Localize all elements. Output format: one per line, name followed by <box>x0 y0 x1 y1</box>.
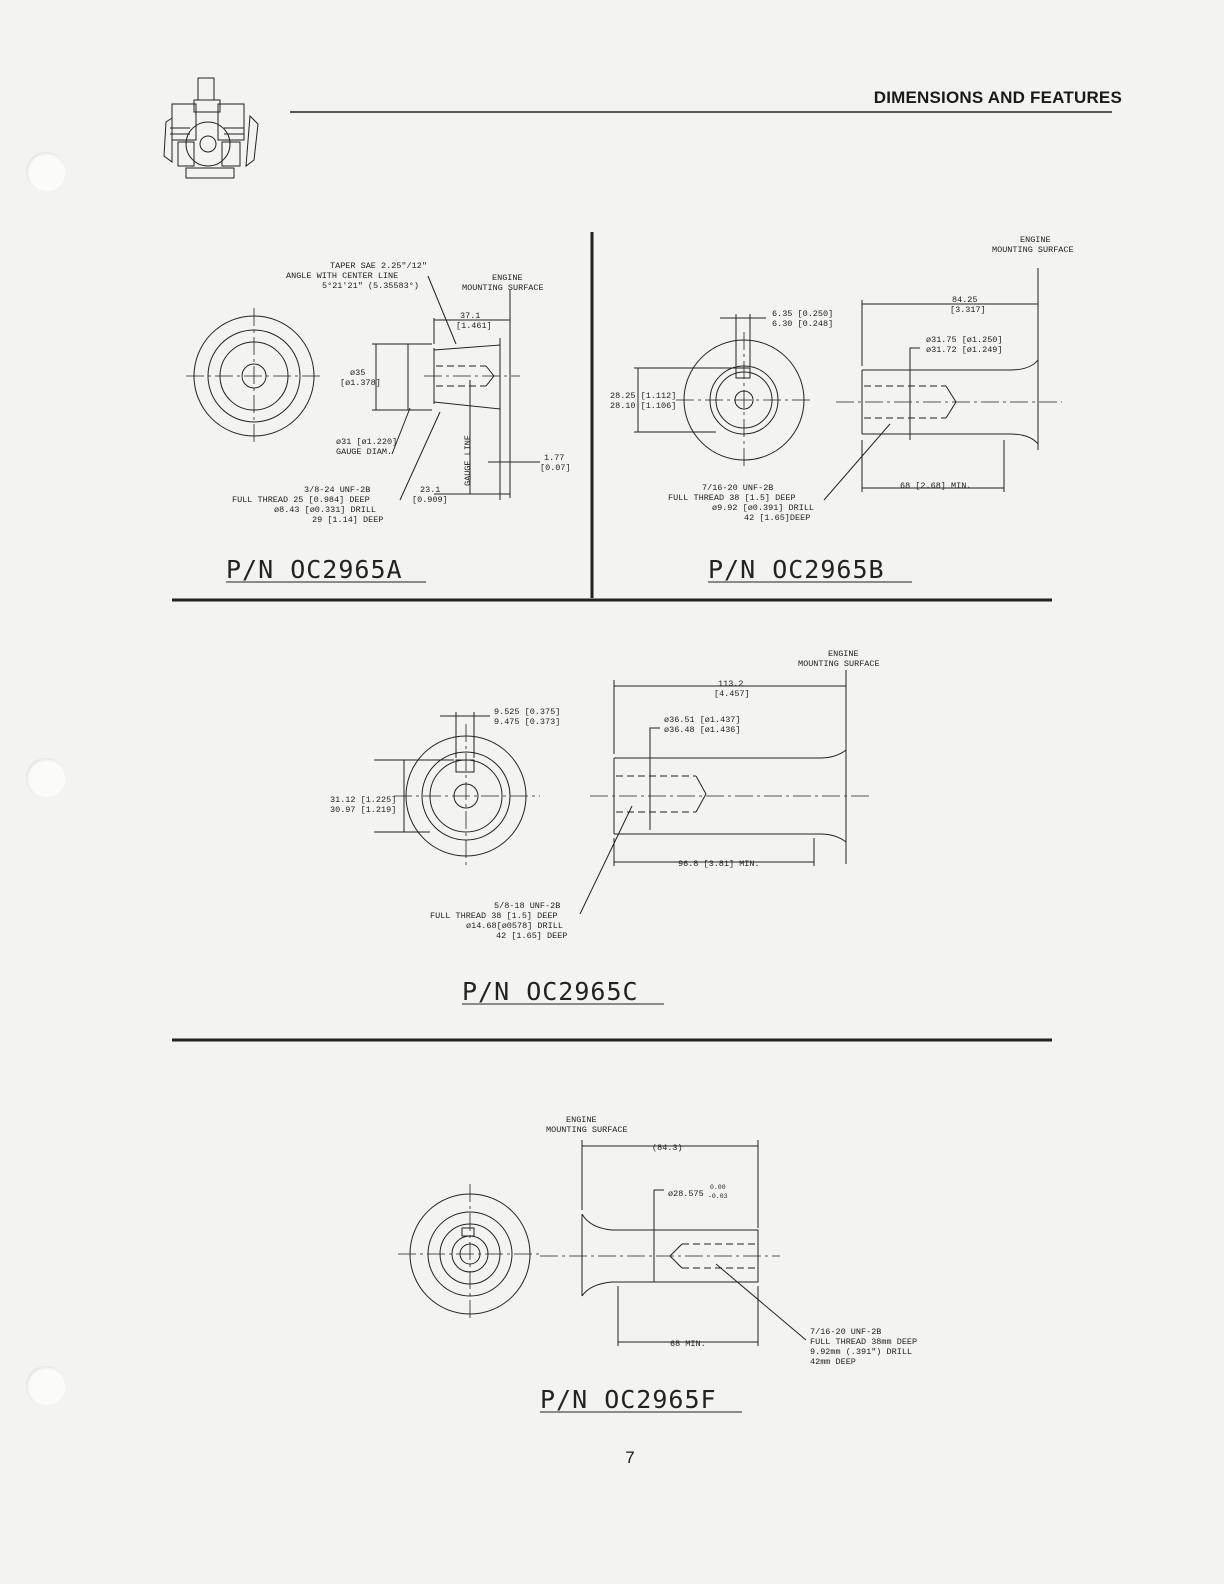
panel-c-thread-line1: 5/8-18 UNF-2B <box>494 901 560 911</box>
panel-c-height-line1: 31.12 [1.225] <box>330 795 396 805</box>
panel-a-thread-line4: 29 [1.14] DEEP <box>312 515 383 525</box>
panel-c-len-in: [4.457] <box>714 689 750 699</box>
panel-c-thread-line3: ø14.68[ø0578] DRILL <box>466 921 563 931</box>
panel-b-dia-line1: ø31.75 [ø1.250] <box>926 335 1003 345</box>
panel-b-part-number: P/N OC2965B <box>708 555 885 584</box>
panel-a-taper-line3: 5°21'21" (5.35583°) <box>322 281 419 291</box>
panel-f-thread-line3: 9.92mm (.391") DRILL <box>810 1347 912 1357</box>
panel-a-gauge-line1: ø31 [ø1.220] <box>336 437 397 447</box>
panel-c-thread-line4: 42 [1.65] DEEP <box>496 931 567 941</box>
panel-c-thread-line2: FULL THREAD 38 [1.5] DEEP <box>430 911 558 921</box>
panel-b-mount-line2: MOUNTING SURFACE <box>992 245 1074 255</box>
panel-f-dia: ø28.575 <box>668 1189 704 1199</box>
panel-a-part-number: P/N OC2965A <box>226 555 403 584</box>
panel-b-key-line2: 6.30 [0.248] <box>772 319 833 329</box>
panel-b-drawing <box>634 268 1062 501</box>
panel-a-thread-line1: 3/8-24 UNF-2B <box>304 485 370 495</box>
panel-b-thread-line3: ø9.92 [ø0.391] DRILL <box>712 503 814 513</box>
panel-c-part-number: P/N OC2965C <box>462 977 639 1006</box>
panel-f-mount-line2: MOUNTING SURFACE <box>546 1125 628 1135</box>
panel-a-taper-line1: TAPER SAE 2.25"/12" <box>330 261 427 271</box>
binder-hole-top <box>26 152 66 192</box>
panel-c-height-line2: 30.97 [1.219] <box>330 805 396 815</box>
panel-a-small-in: [0.07] <box>540 463 571 473</box>
panel-a-gauge-line2: GAUGE DIAM. <box>336 447 392 457</box>
panel-b-thread-line4: 42 [1.65]DEEP <box>744 513 810 523</box>
panel-f-thread-line2: FULL THREAD 38mm DEEP <box>810 1337 917 1347</box>
page-title: DIMENSIONS AND FEATURES <box>873 88 1122 107</box>
panel-b-height-line2: 28.10 [1.106] <box>610 401 676 411</box>
panel-c-mount-line2: MOUNTING SURFACE <box>798 659 880 669</box>
panel-b-len-in: [3.317] <box>950 305 986 315</box>
panel-c-drawing <box>374 670 870 915</box>
panel-f-tol-upper: 0.00 <box>710 1184 726 1191</box>
panel-a-gauge-line-label: GAUGE LINE <box>463 435 473 486</box>
panel-f-thread-line4: 42mm DEEP <box>810 1357 856 1367</box>
panel-c-min-len: 96.8 [3.81] MIN. <box>678 859 760 869</box>
panel-a-taper-line2: ANGLE WITH CENTER LINE <box>286 271 398 281</box>
panel-a-dia-in: [ø1.378] <box>340 378 381 388</box>
panel-c-dia-line1: ø36.51 [ø1.437] <box>664 715 741 725</box>
panel-b-thread-line2: FULL THREAD 38 [1.5] DEEP <box>668 493 796 503</box>
binder-hole-bottom <box>26 1366 66 1406</box>
panel-f-tol-lower: -0.03 <box>708 1193 728 1200</box>
panel-a-mount-line2: MOUNTING SURFACE <box>462 283 544 293</box>
panel-f-len: (84.3) <box>652 1143 683 1153</box>
panel-a-mount-line1: ENGINE <box>492 273 523 283</box>
panel-b-key-line1: 6.35 [0.250] <box>772 309 833 319</box>
panel-c-len-mm: 113.2 <box>718 679 744 689</box>
binder-hole-middle <box>26 758 66 798</box>
panel-b-thread-line1: 7/16-20 UNF-2B <box>702 483 773 493</box>
panel-b-min-len: 68 [2.68] MIN. <box>900 481 971 491</box>
panel-a-small-mm: 1.77 <box>544 453 564 463</box>
panel-f-thread-line1: 7/16-20 UNF-2B <box>810 1327 881 1337</box>
panel-b-mount-line1: ENGINE <box>1020 235 1051 245</box>
engine-illustration-icon <box>163 77 259 179</box>
panel-c-key-line2: 9.475 [0.373] <box>494 717 560 727</box>
panel-a-gauge-len-in: [0.909] <box>412 495 448 505</box>
panel-c-key-line1: 9.525 [0.375] <box>494 707 560 717</box>
panel-a-gauge-len-mm: 23.1 <box>420 485 440 495</box>
page-number: 7 <box>625 1448 635 1467</box>
panel-a-drawing <box>186 275 540 501</box>
panel-a-len-in: [1.461] <box>456 321 492 331</box>
panel-c-dia-line2: ø36.48 [ø1.436] <box>664 725 741 735</box>
panel-f-drawing <box>398 1140 807 1346</box>
panel-a-len-mm: 37.1 <box>460 311 480 321</box>
panel-b-dia-line2: ø31.72 [ø1.249] <box>926 345 1003 355</box>
panel-c-mount-line1: ENGINE <box>828 649 859 659</box>
panel-f-part-number: P/N OC2965F <box>540 1385 717 1414</box>
panel-f-min-len: 68 MIN. <box>670 1339 706 1349</box>
panel-a-thread-line3: ø8.43 [ø0.331] DRILL <box>274 505 376 515</box>
panel-b-height-line1: 28.25 [1.112] <box>610 391 676 401</box>
panel-a-dia-mm: ø35 <box>350 368 365 378</box>
panel-f-mount-line1: ENGINE <box>566 1115 597 1125</box>
panel-a-thread-line2: FULL THREAD 25 [0.984] DEEP <box>232 495 370 505</box>
panel-b-len-mm: 84.25 <box>952 295 978 305</box>
